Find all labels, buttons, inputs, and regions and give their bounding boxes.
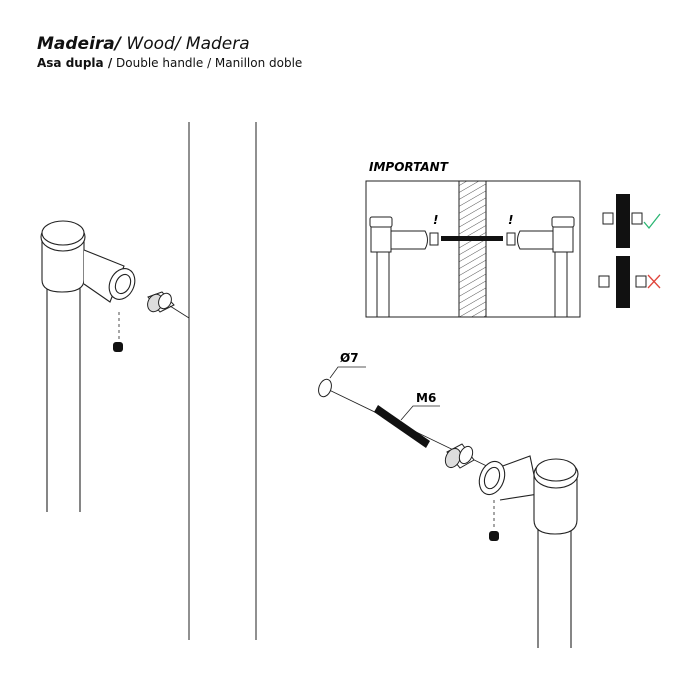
detail-right-handle — [506, 216, 575, 317]
hole-diameter-label: Ø7 — [340, 351, 359, 365]
thread-size-label: M6 — [416, 391, 436, 405]
door-panel — [188, 122, 257, 640]
right-bushing — [444, 443, 475, 469]
hole-marker — [318, 378, 332, 398]
title-primary: Madeira/ — [37, 34, 121, 54]
door-section — [458, 180, 487, 318]
detail-threaded-rod — [441, 236, 503, 241]
check-icon — [643, 213, 661, 230]
threaded-rod — [374, 405, 430, 448]
right-grub-screw — [489, 531, 499, 541]
right-handle — [478, 455, 579, 648]
thread-size-leader — [400, 405, 440, 421]
warning-mark-left: ! — [433, 213, 438, 227]
subtitle-rest: Double handle / Manillon doble — [112, 56, 303, 70]
hole-diameter-leader — [329, 366, 366, 379]
left-screw-axis — [169, 305, 190, 319]
detail-left-handle — [369, 216, 439, 317]
page-title: Madeira/ Wood/ Madera — [37, 34, 250, 54]
title-rest: Wood/ Madera — [120, 34, 250, 54]
cross-icon — [647, 274, 661, 289]
page-subtitle: Asa dupla / Double handle / Manillon dob… — [37, 56, 302, 71]
warning-mark-right: ! — [508, 213, 513, 227]
correct-mounting-example — [602, 194, 661, 248]
incorrect-mounting-example — [598, 256, 661, 308]
left-grub-screw — [113, 342, 123, 352]
left-handle — [40, 220, 136, 512]
left-bushing — [147, 291, 175, 313]
important-detail-box: ! ! — [365, 180, 581, 318]
important-heading: IMPORTANT — [369, 160, 449, 174]
subtitle-primary: Asa dupla / — [37, 56, 113, 70]
